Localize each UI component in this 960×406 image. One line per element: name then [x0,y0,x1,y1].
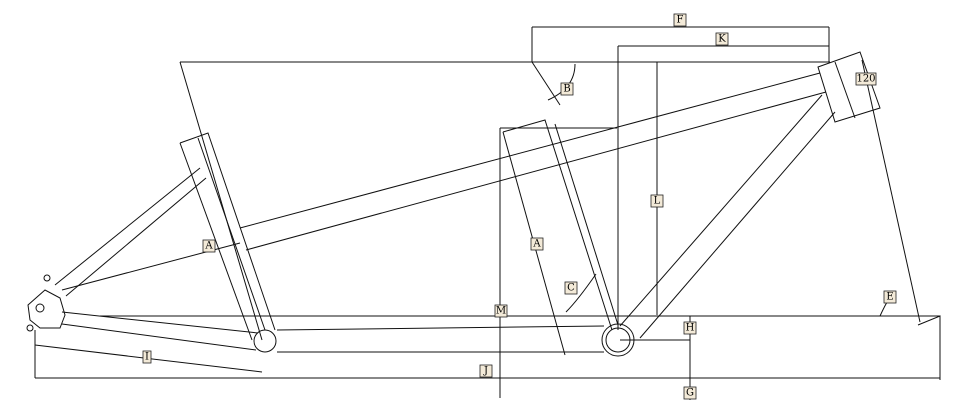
svg-text:I: I [145,352,149,363]
reference-lines [100,59,941,380]
label-L: L [650,194,664,208]
svg-text:B: B [563,84,570,95]
label-head-tube-length: 120 [855,72,877,86]
svg-text:H: H [686,323,695,334]
label-H: H [683,321,697,335]
label-I: I [142,350,152,364]
svg-text:A: A [204,241,213,252]
svg-text:J: J [483,366,488,377]
svg-text:C: C [567,283,575,294]
svg-text:M: M [496,306,506,317]
label-C: C [564,281,578,295]
label-A-front: A [530,237,544,251]
label-E: E [883,290,897,304]
svg-text:K: K [718,34,726,45]
dimension-lines [34,26,940,400]
svg-text:A: A [532,239,541,250]
label-J: J [479,364,493,378]
svg-text:E: E [886,292,893,303]
label-F: F [673,13,687,27]
frame-tubes [26,51,881,357]
rear-bottom-bracket [253,329,277,353]
svg-text:120: 120 [856,74,875,85]
label-G: G [683,386,697,400]
svg-text:F: F [677,15,684,26]
label-B: B [560,82,574,96]
label-K: K [715,32,729,46]
rear-dropout [27,289,66,329]
label-M: M [494,304,508,318]
svg-text:L: L [654,196,661,207]
front-bottom-bracket [601,323,635,357]
svg-text:G: G [686,388,694,399]
label-A-rear: A [202,239,216,253]
